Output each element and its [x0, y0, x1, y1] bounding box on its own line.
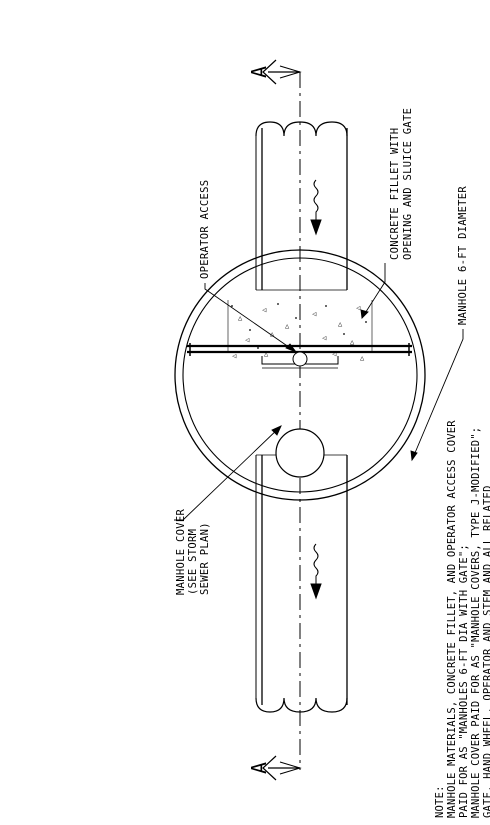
- svg-text:△: △: [338, 320, 343, 328]
- section-letter-top: A: [247, 66, 271, 78]
- svg-text:△: △: [285, 322, 290, 330]
- section-mark-bottom: [262, 755, 302, 781]
- concrete-fillet-label-line2: OPENING AND SLUICE GATE: [402, 108, 414, 260]
- leader-operator-access: [204, 283, 298, 354]
- manhole-cover-label-line3: SEWER PLAN): [199, 522, 211, 595]
- manhole-cover-circle: [275, 428, 325, 478]
- operator-access-label: OPERATOR ACCESS: [199, 180, 211, 279]
- svg-text:◁: ◁: [355, 304, 360, 312]
- svg-text:△: △: [350, 338, 355, 346]
- svg-text:△: △: [264, 350, 269, 358]
- leader-concrete-fillet: [360, 263, 386, 319]
- svg-text:◁: ◁: [321, 334, 326, 342]
- note-block: NOTE: MANHOLE MATERIALS, CONCRETE FILLET…: [434, 420, 490, 818]
- note-line-0: NOTE:: [434, 785, 446, 818]
- note-line-2: PAID FOR AS "MANHOLES 6-FT DIA WITH GATE…: [458, 544, 470, 818]
- svg-text:◁: ◁: [311, 310, 316, 318]
- svg-text:◁: ◁: [231, 352, 236, 360]
- svg-text:◁: ◁: [244, 336, 249, 344]
- manhole-outer-wall: [174, 249, 426, 501]
- leader-manhole-diameter: [410, 329, 464, 462]
- section-mark-top: [262, 59, 302, 85]
- svg-text:△: △: [270, 330, 275, 338]
- manhole-diameter-label: MANHOLE 6-FT DIAMETER: [457, 186, 469, 325]
- svg-text:△: △: [238, 314, 243, 322]
- outlet-pipe: [255, 121, 348, 291]
- concrete-fillet: △ ◁ △ ◁ △ ◁ ◁ △ ◁ △ ◁ △ ◁ △: [227, 300, 373, 362]
- note-line-4: GATE, HAND WHEEL, OPERATOR AND STEM AND …: [482, 485, 490, 818]
- section-letter-bottom: A: [247, 762, 271, 774]
- manhole-inner-wall: [182, 257, 418, 493]
- svg-text:△: △: [360, 354, 365, 362]
- svg-text:◁: ◁: [331, 350, 336, 358]
- concrete-fillet-label-line1: CONCRETE FILLET WITH: [389, 128, 401, 260]
- note-line-1: MANHOLE MATERIALS, CONCRETE FILLET, AND …: [446, 420, 458, 818]
- operator-access-opening: [292, 351, 308, 367]
- flow-arrow-bottom: [310, 543, 322, 600]
- svg-text:◁: ◁: [261, 306, 266, 314]
- manhole-cover-label-line1: MANHOLE COVER: [175, 509, 187, 595]
- note-line-3: MANHOLE COVER PAID FOR AS "MANHOLE COVER…: [470, 427, 482, 818]
- leader-manhole-cover: [174, 425, 282, 521]
- manhole-cover-label-line2: (SEE STORM: [187, 529, 199, 595]
- inlet-pipe: [255, 454, 348, 713]
- flow-arrow-top: [310, 179, 322, 236]
